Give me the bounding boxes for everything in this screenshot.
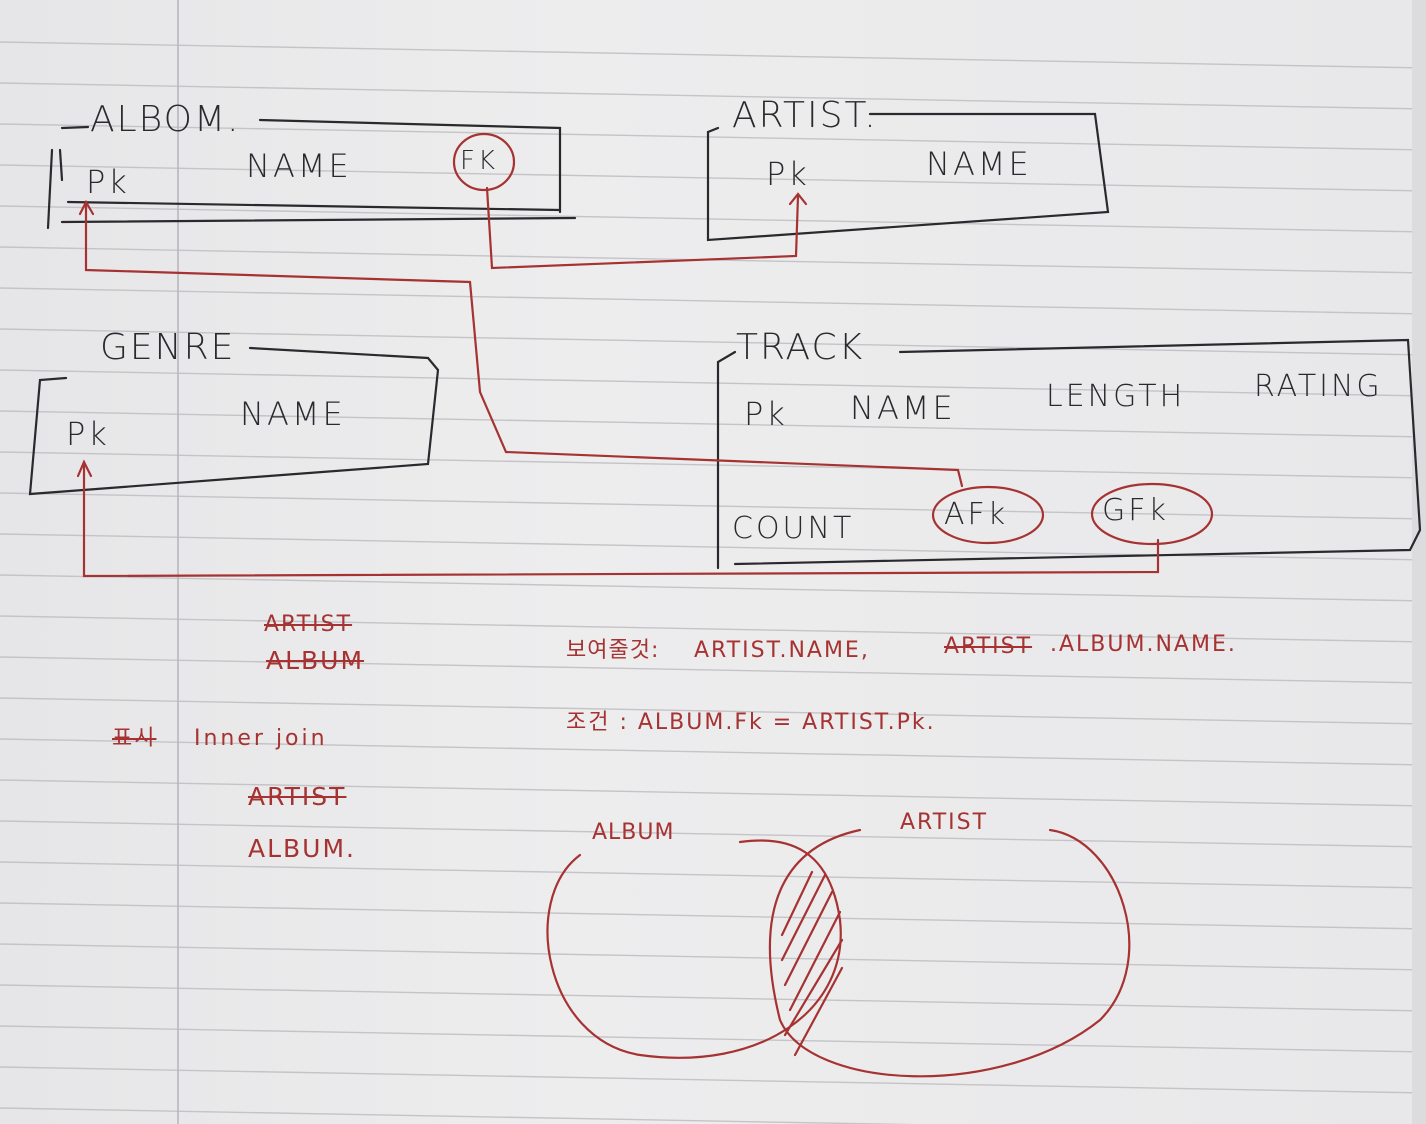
select-prefix: 보여줄것: <box>566 638 660 663</box>
genre-box <box>28 346 440 496</box>
rule-line <box>0 164 1426 192</box>
rule-line <box>0 820 1426 848</box>
rule-line <box>0 287 1426 315</box>
album-title: ALBOM. <box>90 99 241 140</box>
track-gfk: GFk <box>1102 493 1169 528</box>
condition-note: 조건 : ALBUM.Fk = ARTIST.Pk. <box>566 710 936 735</box>
rule-line <box>0 533 1426 561</box>
rule-line <box>0 943 1426 971</box>
rule-line <box>0 41 1426 69</box>
rule-line <box>0 738 1426 766</box>
relationship-lines <box>76 132 1214 1078</box>
rule-line <box>0 574 1426 602</box>
rule-line <box>0 410 1426 438</box>
track-title: TRACK <box>736 327 865 368</box>
rule-line <box>0 123 1426 151</box>
rule-line <box>0 984 1426 1012</box>
track-name: NAME <box>850 389 956 427</box>
select-first: ARTIST.NAME, <box>694 638 870 663</box>
track-pk: Pk <box>744 395 788 433</box>
inner-join-note: Inner join <box>194 726 328 751</box>
struck-label: 표시 <box>112 726 157 751</box>
rule-line <box>0 492 1426 520</box>
genre-name: NAME <box>240 395 346 433</box>
artist-name: NAME <box>926 145 1032 183</box>
select-second: .ALBUM.NAME. <box>1050 632 1237 657</box>
venn-album-label: ALBUM <box>592 820 675 845</box>
rule-line <box>0 861 1426 889</box>
rule-line <box>0 451 1426 479</box>
track-count: COUNT <box>732 511 855 546</box>
rule-line <box>0 1025 1426 1053</box>
select-struck: ARTIST <box>944 634 1033 659</box>
genre-pk: Pk <box>66 415 110 453</box>
album-pk: Pk <box>86 163 130 201</box>
rule-line <box>0 369 1426 397</box>
album-bottom-note: ALBUM. <box>248 834 356 863</box>
artist-pk: Pk <box>766 155 810 193</box>
struck-album-top: ALBUM <box>266 646 365 675</box>
rule-line <box>0 328 1426 356</box>
rule-line <box>0 697 1426 725</box>
rule-line <box>0 656 1426 684</box>
rule-line <box>0 205 1426 233</box>
rule-line <box>0 779 1426 807</box>
track-afk: AFk <box>944 497 1009 532</box>
struck-artist-bottom: ARTIST <box>248 782 347 811</box>
album-box <box>46 118 577 230</box>
rule-line <box>0 1066 1426 1094</box>
rule-line <box>0 1107 916 1124</box>
track-rating: RATING <box>1254 369 1383 404</box>
album-name: NAME <box>246 147 352 185</box>
rule-line <box>0 615 1426 643</box>
rule-line <box>0 82 1426 110</box>
album-fk: FK <box>460 146 499 176</box>
struck-artist-top: ARTIST <box>264 612 353 637</box>
rule-line <box>0 902 1426 930</box>
track-length: LENGTH <box>1046 379 1186 414</box>
venn-artist-label: ARTIST <box>900 810 989 835</box>
artist-box <box>706 112 1110 242</box>
genre-title: GENRE <box>100 327 236 368</box>
track-box <box>716 338 1422 570</box>
artist-title: ARTIST. <box>732 95 878 136</box>
